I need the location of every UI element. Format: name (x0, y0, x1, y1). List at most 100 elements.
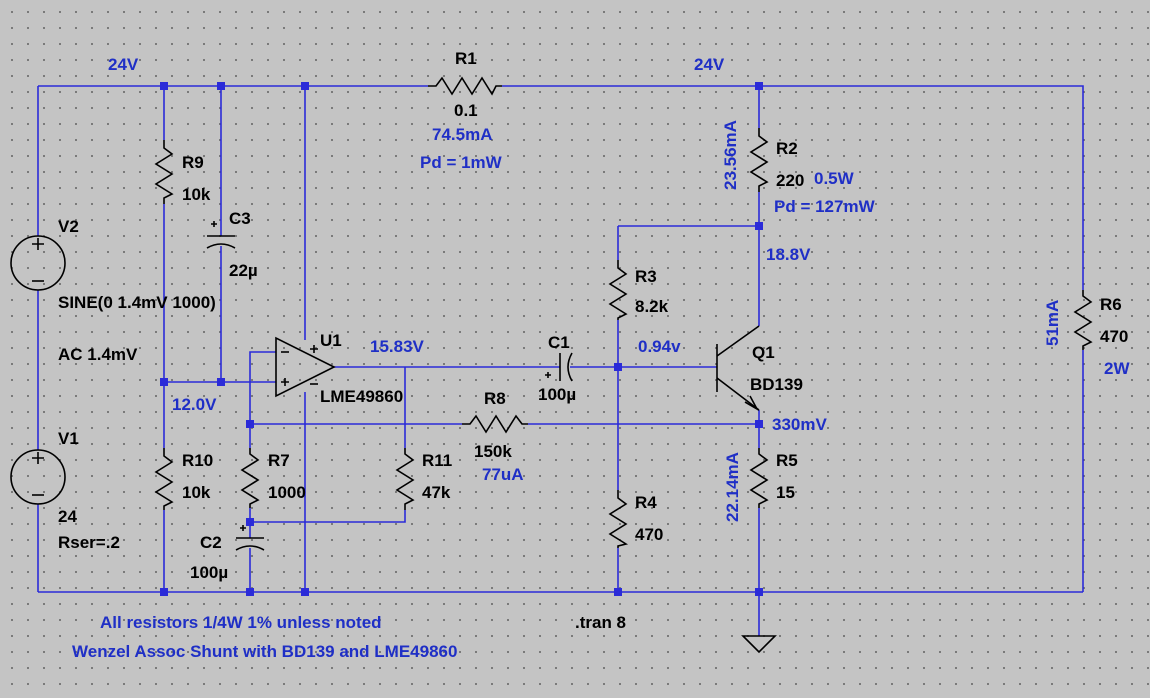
label-c1-value: 100µ (538, 385, 576, 404)
label-directive: .tran 8 (575, 613, 626, 632)
r1-body (428, 76, 502, 96)
label-r10-value: 10k (182, 483, 211, 502)
ground-triangle (741, 635, 777, 654)
resistor-r8[interactable] (462, 414, 528, 434)
resistor-r3[interactable] (608, 260, 628, 320)
note-line-2: Wenzel Assoc Shunt with BD139 and LME498… (72, 642, 457, 661)
label-r4-value: 470 (635, 525, 663, 544)
label-r7-name: R7 (268, 451, 290, 470)
label-r8-value: 150k (474, 442, 512, 461)
c2-plus-sign (240, 525, 246, 531)
capacitor-c3[interactable] (206, 221, 236, 249)
voltage-source-v1[interactable] (10, 449, 66, 505)
junction-dot (217, 82, 225, 90)
label-r10-name: R10 (182, 451, 213, 470)
junction-dot (160, 588, 168, 596)
q1-collector-lead (716, 325, 760, 357)
q1-emitter-lead (716, 377, 760, 411)
capacitor-c2[interactable] (235, 525, 265, 551)
v1-plus (32, 452, 44, 464)
r3-body (608, 260, 628, 320)
junction-dot (160, 82, 168, 90)
label-r5-value: 15 (776, 483, 795, 502)
label-r1-value: 0.1 (454, 101, 478, 120)
r8-body (462, 414, 528, 434)
label-q1-value: BD139 (750, 375, 803, 394)
junctions (160, 82, 763, 596)
label-r3-name: R3 (635, 267, 657, 286)
label-v1-param: Rser=.2 (58, 533, 120, 552)
label-c3-name: C3 (229, 209, 251, 228)
label-v1-value: 24 (58, 507, 77, 526)
v2-circle (10, 235, 66, 291)
label-r9-name: R9 (182, 153, 204, 172)
resistor-r6[interactable] (1073, 290, 1093, 350)
label-r2-name: R2 (776, 139, 798, 158)
annotation-u1-out: 15.83V (370, 337, 425, 356)
r11-body (395, 448, 415, 510)
wire-top-rail-right (502, 85, 1084, 290)
c1-plus-sign (545, 372, 551, 378)
label-r5-name: R5 (776, 451, 798, 470)
junction-dot (301, 588, 309, 596)
r10-body (154, 448, 174, 510)
label-r2-value: 220 (776, 171, 804, 190)
note-line-1: All resistors 1/4W 1% unless noted (100, 613, 382, 632)
resistor-r10[interactable] (154, 448, 174, 510)
wires (37, 85, 1084, 636)
annotation-r6-rating: 2W (1104, 359, 1130, 378)
label-r4-name: R4 (635, 493, 657, 512)
resistor-r2[interactable] (749, 128, 769, 192)
junction-dot (755, 82, 763, 90)
annotation-24v-left: 24V (108, 55, 139, 74)
annotation-u1-in: 12.0V (172, 395, 217, 414)
label-u1-name: U1 (320, 331, 342, 350)
opamp-u1[interactable] (275, 336, 336, 398)
annotation-r5-current: 22.14mA (723, 452, 742, 522)
resistor-r4[interactable] (608, 490, 629, 548)
r7-body (240, 448, 260, 508)
junction-dot (755, 588, 763, 596)
r5-body (749, 448, 769, 508)
u1-plus-mark (281, 378, 289, 386)
junction-dot (755, 420, 763, 428)
component-labels: R1 0.1 R9 10k C3 22µ V2 SINE(0 1.4mV 100… (58, 49, 1128, 632)
wire-r11-link (250, 510, 406, 523)
junction-dot (614, 588, 622, 596)
label-c3-value: 22µ (229, 261, 258, 280)
voltage-source-v2[interactable] (10, 235, 66, 291)
v1-circle (10, 449, 66, 505)
resistor-r1[interactable] (428, 76, 502, 96)
capacitor-c1[interactable] (545, 352, 573, 382)
label-c2-value: 100µ (190, 563, 228, 582)
annotation-node-18v: 18.8V (766, 245, 811, 264)
v2-plus (32, 238, 44, 250)
c1-plate-right (567, 352, 573, 382)
annotation-emitter-v: 330mV (772, 415, 827, 434)
label-v2-param: AC 1.4mV (58, 345, 138, 364)
junction-dot (217, 378, 225, 386)
label-c2-name: C2 (200, 533, 222, 552)
resistor-r11[interactable] (395, 448, 415, 510)
junction-dot (755, 222, 763, 230)
r6-body (1073, 290, 1093, 350)
u1-triangle (275, 336, 336, 398)
annotation-24v-right: 24V (694, 55, 725, 74)
label-r11-value: 47k (422, 483, 451, 502)
junction-dot (246, 588, 254, 596)
resistor-r7[interactable] (240, 448, 260, 508)
label-r11-name: R11 (422, 451, 452, 470)
label-r7-value: 1000 (268, 483, 306, 502)
transistor-q1[interactable] (716, 325, 760, 412)
label-v2-name: V2 (58, 217, 79, 236)
label-u1-value: LME49860 (320, 387, 403, 406)
c2-plate-bottom (235, 545, 265, 551)
label-r9-value: 10k (182, 185, 211, 204)
junction-dot (246, 420, 254, 428)
annotation-r1-current: 74.5mA (432, 125, 492, 144)
resistor-r5[interactable] (749, 448, 769, 508)
resistor-r9[interactable] (154, 140, 174, 204)
r4-body (608, 490, 629, 548)
